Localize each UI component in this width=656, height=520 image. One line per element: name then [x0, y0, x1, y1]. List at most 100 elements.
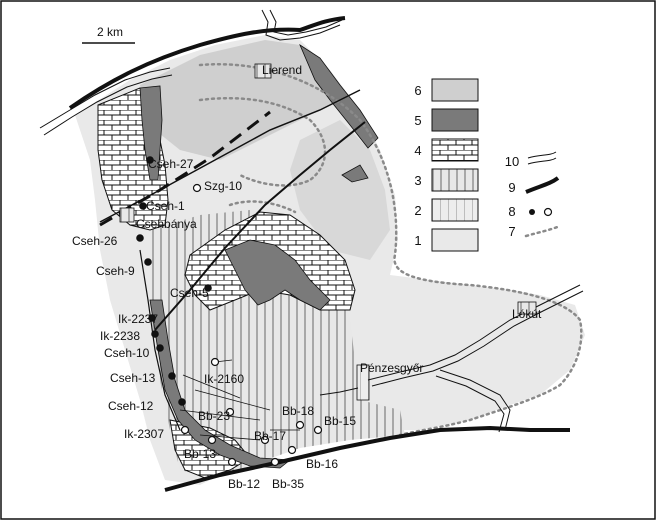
- well-marker: [168, 372, 176, 380]
- stream-east-2: [371, 290, 584, 387]
- legend-swatch: [431, 228, 479, 252]
- well-label: Cseh-12: [108, 399, 154, 413]
- town-label: Csehbánya: [136, 217, 197, 231]
- well-marker: [178, 398, 186, 406]
- well-label: Ik-2160: [204, 372, 244, 386]
- town-icon-lokut: [517, 301, 537, 315]
- well-marker: [144, 258, 152, 266]
- area-unit-5-ne: [341, 164, 369, 183]
- legend-key: 7: [508, 224, 515, 239]
- legend-key: 2: [414, 203, 421, 218]
- area-unit-5-central: [224, 239, 331, 311]
- legend-key: 4: [414, 143, 421, 158]
- town-label: Lierend: [262, 63, 302, 77]
- stream-east: [367, 284, 581, 381]
- legend-river-symbol: [527, 157, 557, 165]
- well-marker: [156, 344, 164, 352]
- well-label: Ik-2307: [124, 427, 164, 441]
- legend-river-symbol: [527, 151, 557, 159]
- well-marker: [287, 445, 297, 455]
- well-marker: [295, 420, 305, 430]
- well-marker: [136, 234, 144, 242]
- area-unit-6-b: [290, 120, 390, 260]
- well-marker: [146, 156, 154, 164]
- well-marker: [151, 330, 159, 338]
- legend-swatch: [431, 198, 479, 222]
- legend: 6 5 4 3 2 1 10 9 8 7: [414, 78, 562, 252]
- well-marker: [139, 202, 147, 210]
- legend-swatch: [431, 138, 479, 162]
- fault-ne: [99, 89, 361, 223]
- well-label: Cseh-27: [148, 157, 194, 171]
- town-icon-csehbanya: [119, 207, 135, 223]
- area-unit-2: [356, 364, 370, 401]
- legend-key: 6: [414, 83, 421, 98]
- well-marker: [227, 457, 237, 467]
- legend-fault-symbol: [525, 176, 560, 194]
- well-label: Cseh-5: [170, 286, 209, 300]
- legend-key: 8: [508, 204, 515, 219]
- town-icon-lierend: [254, 63, 272, 79]
- fault-west: [139, 249, 181, 431]
- town-label: Pénzesgyőr: [360, 361, 423, 375]
- well-label: Bb-15: [324, 414, 356, 428]
- area-unit-6: [140, 40, 340, 160]
- leader-lines: [179, 359, 300, 441]
- stream-penz: [319, 387, 359, 396]
- wells-layer: [136, 156, 323, 467]
- well-label: Ik-2238: [100, 329, 140, 343]
- well-marker: [260, 435, 270, 445]
- legend-well-open-symbol: [543, 207, 553, 217]
- legend-key: 3: [414, 173, 421, 188]
- well-marker: [148, 314, 156, 322]
- well-marker: [192, 183, 202, 193]
- fault-south: [164, 425, 570, 492]
- fault-north: [68, 16, 346, 110]
- town-label: Lókút: [512, 307, 542, 321]
- stream-north: [261, 9, 341, 41]
- legend-key: 1: [414, 233, 421, 248]
- well-label: Szg-10: [204, 179, 242, 193]
- well-marker: [180, 425, 190, 435]
- well-label: Bb-23: [198, 409, 230, 423]
- area-unit-5-west: [139, 85, 163, 181]
- well-label: Cseh-13: [110, 371, 156, 385]
- well-label: Cseh-1: [146, 199, 185, 213]
- dotted-boundary: [198, 63, 583, 437]
- well-label: Bb-35: [272, 477, 304, 491]
- scale-bar: 2 km: [82, 25, 135, 44]
- legend-swatch: [431, 108, 479, 132]
- dotted-boundary-inner: [198, 96, 327, 187]
- stream-east-branch: [439, 369, 511, 431]
- fault-central: [154, 121, 366, 331]
- fault-dashed: [99, 110, 271, 227]
- well-marker: [207, 435, 217, 445]
- well-label: Cseh-26: [72, 234, 118, 248]
- stream-nw: [39, 67, 171, 129]
- well-label: Bb-12: [228, 477, 260, 491]
- well-label: Bb-13: [184, 447, 216, 461]
- legend-swatch: [431, 78, 479, 102]
- stream-north-2: [269, 9, 343, 36]
- dotted-boundary-inner-2: [228, 200, 297, 214]
- well-label: Bb-17: [254, 429, 286, 443]
- well-marker: [204, 284, 212, 292]
- well-marker: [210, 357, 220, 367]
- legend-key: 9: [508, 180, 515, 195]
- well-label: Bb-16: [306, 457, 338, 471]
- stream-east-branch-2: [435, 375, 505, 433]
- legend-swatch: [431, 168, 479, 192]
- legend-key: 10: [505, 154, 519, 169]
- well-marker: [225, 407, 235, 417]
- well-marker: [313, 425, 323, 435]
- stream-nw-2: [43, 74, 173, 136]
- legend-well-filled-symbol: [529, 209, 535, 215]
- well-label: Ik-2237: [118, 312, 158, 326]
- labels-layer: Cseh-27Szg-10Cseh-1Cseh-26Cseh-9Cseh-5Ik…: [72, 63, 542, 491]
- well-label: Bb-18: [282, 404, 314, 418]
- scale-bar-label: 2 km: [97, 25, 123, 39]
- well-marker: [270, 457, 280, 467]
- legend-key: 5: [414, 113, 421, 128]
